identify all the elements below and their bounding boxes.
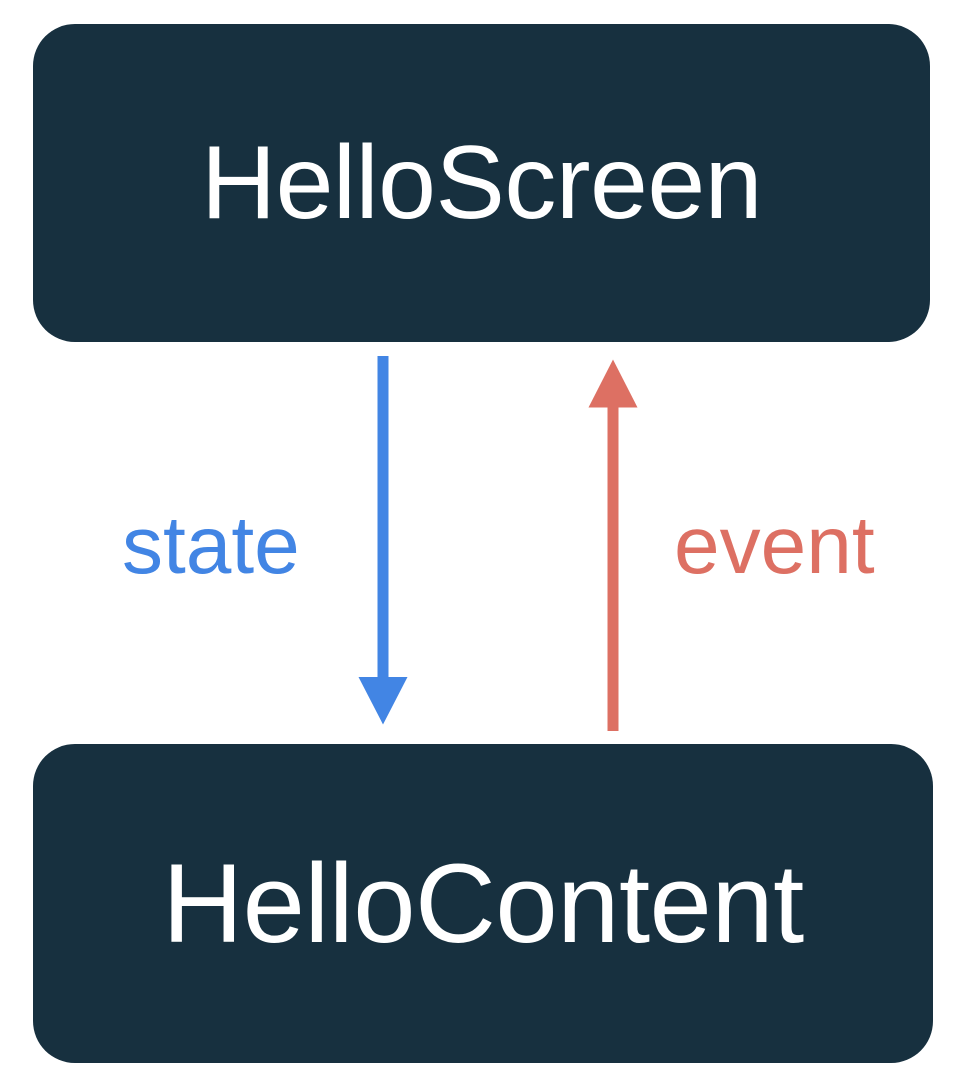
event-arrow bbox=[588, 359, 638, 731]
event-arrow-head-icon bbox=[588, 359, 638, 408]
edge-label-event: event bbox=[674, 500, 875, 591]
event-arrow-shaft bbox=[607, 406, 619, 731]
edge-label-state: state bbox=[122, 500, 300, 591]
node-hello-screen[interactable]: HelloScreen bbox=[33, 24, 930, 342]
node-hello-screen-label: HelloScreen bbox=[200, 125, 763, 241]
state-arrow bbox=[358, 356, 408, 725]
state-arrow-head-icon bbox=[358, 677, 408, 725]
state-arrow-shaft bbox=[377, 356, 389, 678]
node-hello-content[interactable]: HelloContent bbox=[33, 744, 933, 1063]
node-hello-content-label: HelloContent bbox=[162, 840, 804, 966]
